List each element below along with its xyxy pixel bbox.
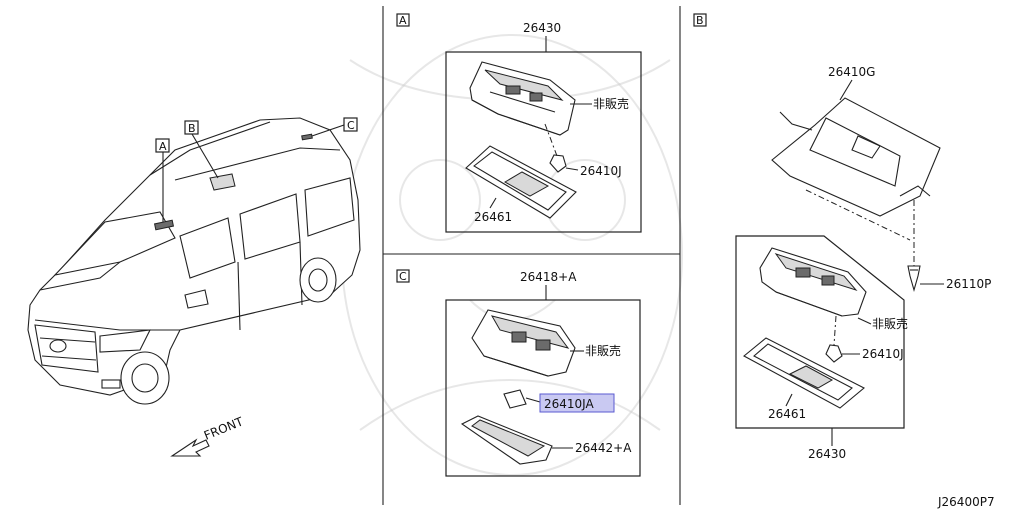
svg-text:A: A	[399, 14, 407, 27]
watermark	[341, 34, 683, 476]
svg-text:C: C	[399, 270, 407, 283]
svg-text:B: B	[696, 14, 704, 27]
front-arrow: FRONT	[170, 414, 246, 457]
bulb-b	[825, 315, 843, 363]
label-26430: 26430	[523, 21, 561, 35]
label-26461-b: 26461	[768, 407, 806, 421]
label-26410j-a: 26410J	[580, 164, 622, 178]
label-26410ja: 26410JA	[544, 397, 595, 411]
diagram-code: J26400P7	[937, 495, 995, 509]
marker-b: B	[184, 120, 219, 179]
screw-b	[907, 265, 921, 293]
marker-c: C	[311, 117, 358, 137]
panel-c: C 26418+A 非販売 26410JA 26442+A	[396, 269, 641, 477]
label-26410j-b: 26410J	[862, 347, 904, 361]
label-26430-b: 26430	[808, 447, 846, 461]
label-not-sold-a: 非販売	[593, 96, 629, 111]
bulb-c	[503, 389, 541, 409]
lens-a	[465, 145, 577, 219]
vehicle-illustration	[27, 117, 361, 405]
panel-b: B 26410G 26110P 非販売	[693, 13, 991, 461]
svg-text:FRONT: FRONT	[202, 414, 246, 443]
label-not-sold-b: 非販売	[872, 316, 908, 331]
label-26461-a: 26461	[474, 210, 512, 224]
lamp-housing-b	[759, 247, 867, 317]
lens-b	[743, 337, 865, 409]
lamp-housing-a	[469, 61, 576, 136]
svg-text:C: C	[347, 119, 355, 132]
bulb-a	[544, 123, 567, 173]
panel-a: A 26430 非販売 26410J 26461	[396, 13, 642, 233]
lamp-housing-c	[471, 309, 576, 377]
svg-text:A: A	[159, 140, 167, 153]
label-26442a: 26442+A	[575, 441, 632, 455]
svg-text:B: B	[188, 122, 196, 135]
bracket-b	[771, 97, 941, 217]
lens-c	[460, 415, 553, 465]
label-26418a: 26418+A	[520, 270, 577, 284]
label-26410g: 26410G	[828, 65, 875, 79]
marker-a: A	[155, 138, 170, 222]
highlight-26410ja	[539, 393, 615, 413]
label-26110p: 26110P	[946, 277, 991, 291]
label-not-sold-c: 非販売	[585, 343, 621, 358]
